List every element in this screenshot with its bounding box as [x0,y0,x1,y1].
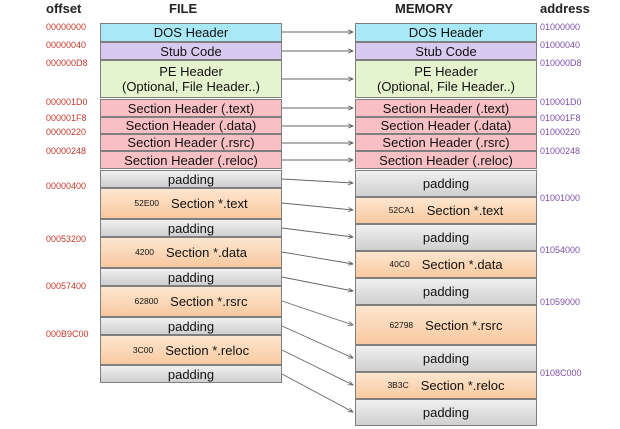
offset-label: 000000D8 [46,58,88,68]
offset-label: 00000400 [46,181,87,191]
file-section-rsrc-name: Section *.rsrc [170,294,248,309]
memory-section-data-name: Section *.data [421,257,503,272]
address-label: 01000040 [540,40,581,50]
address-label: 01000248 [540,146,581,156]
file-section-data-name: Section *.data [165,245,247,260]
address-label: 0108C000 [540,368,582,378]
offset-label: 000B9C00 [46,329,89,339]
file-stub-code: Stub Code [100,42,282,60]
file-section-text-name: Section *.text [170,196,248,211]
address-label: 010000D8 [540,58,582,68]
file-pe-header-subtitle: (Optional, File Header..) [121,79,260,94]
address-label: 010001F8 [540,113,581,123]
address-label: 01001000 [540,193,581,203]
file-section-data: 4200 Section *.data [100,237,282,268]
memory-section-data: 40C0 Section *.data [355,251,537,278]
memory-section-reloc: 3B3C Section *.reloc [355,372,537,399]
file-section-reloc: 3C00 Section *.reloc [100,335,282,365]
address-label: 01054000 [540,245,581,255]
file-padding: padding [100,317,282,335]
file-padding: padding [100,365,282,383]
arrow-padding-2 [281,227,353,237]
file-section-rsrc-size: 62800 [134,296,159,306]
memory-section-rsrc-size: 62798 [389,319,414,330]
memory-section-header-rsrc: Section Header (.rsrc) [355,134,537,151]
memory-stub-code: Stub Code [355,42,537,60]
address-label: 01000000 [540,22,581,32]
arrow-section-text [281,202,353,210]
offset-label: 00053200 [46,234,87,244]
file-section-header-rsrc: Section Header (.rsrc) [100,134,282,151]
offset-label: 000001F8 [46,113,87,123]
memory-pe-header: PE Header (Optional, File Header..) [355,60,537,98]
memory-section-reloc-size: 3B3C [387,380,409,390]
offset-label: 000001D0 [46,97,88,107]
memory-section-header-data: Section Header (.data) [355,117,537,134]
file-dos-header: DOS Header [100,23,282,42]
address-label: 01059000 [540,297,581,307]
memory-section-data-size: 40C0 [389,259,410,269]
memory-section-reloc-name: Section *.reloc [420,378,505,393]
address-column-title: address [540,1,590,16]
arrow-padding-3 [281,276,353,291]
file-section-text: 52E00 Section *.text [100,188,282,219]
file-section-data-size: 4200 [135,247,154,257]
offset-label: 00000248 [46,146,87,156]
file-pe-header: PE Header (Optional, File Header..) [100,60,282,98]
file-padding: padding [100,219,282,237]
file-section-header-text: Section Header (.text) [100,99,282,117]
memory-section-rsrc: 62798 Section *.rsrc [355,305,537,345]
file-section-header-reloc: Section Header (.reloc) [100,151,282,169]
arrow-section-reloc [281,349,353,385]
memory-section-text: 52CA1 Section *.text [355,197,537,224]
memory-section-text-name: Section *.text [426,203,504,218]
arrow-padding-5 [281,373,353,412]
memory-padding: padding [355,399,537,426]
file-section-reloc-name: Section *.reloc [165,342,250,358]
offset-label: 00000000 [46,22,87,32]
memory-padding: padding [355,170,537,197]
memory-pe-header-title: PE Header [414,64,478,79]
arrow-section-data [281,251,353,264]
memory-padding: padding [355,345,537,372]
memory-padding: padding [355,278,537,305]
memory-column-title: MEMORY [395,1,454,16]
memory-section-rsrc-name: Section *.rsrc [425,317,503,333]
arrow-padding-1 [281,178,353,183]
memory-dos-header: DOS Header [355,23,537,42]
memory-section-text-size: 52CA1 [388,205,415,215]
address-label: 010001D0 [540,97,582,107]
file-section-reloc-size: 3C00 [132,344,154,355]
memory-pe-header-subtitle: (Optional, File Header..) [376,79,515,94]
file-section-rsrc: 62800 Section *.rsrc [100,286,282,317]
arrow-padding-4 [281,325,353,359]
file-pe-header-title: PE Header [159,64,223,79]
offset-label: 00057400 [46,281,87,291]
file-padding: padding [100,268,282,286]
file-section-header-data: Section Header (.data) [100,117,282,134]
file-section-text-size: 52E00 [134,198,159,208]
memory-padding: padding [355,224,537,251]
memory-section-header-text: Section Header (.text) [355,99,537,117]
offset-label: 00000040 [46,40,87,50]
offset-label: 00000220 [46,127,87,137]
address-label: 01000220 [540,127,581,137]
arrow-section-rsrc [281,300,353,325]
memory-section-header-reloc: Section Header (.reloc) [355,151,537,169]
file-column-title: FILE [169,1,198,16]
offset-column-title: offset [46,1,82,16]
file-padding: padding [100,170,282,188]
